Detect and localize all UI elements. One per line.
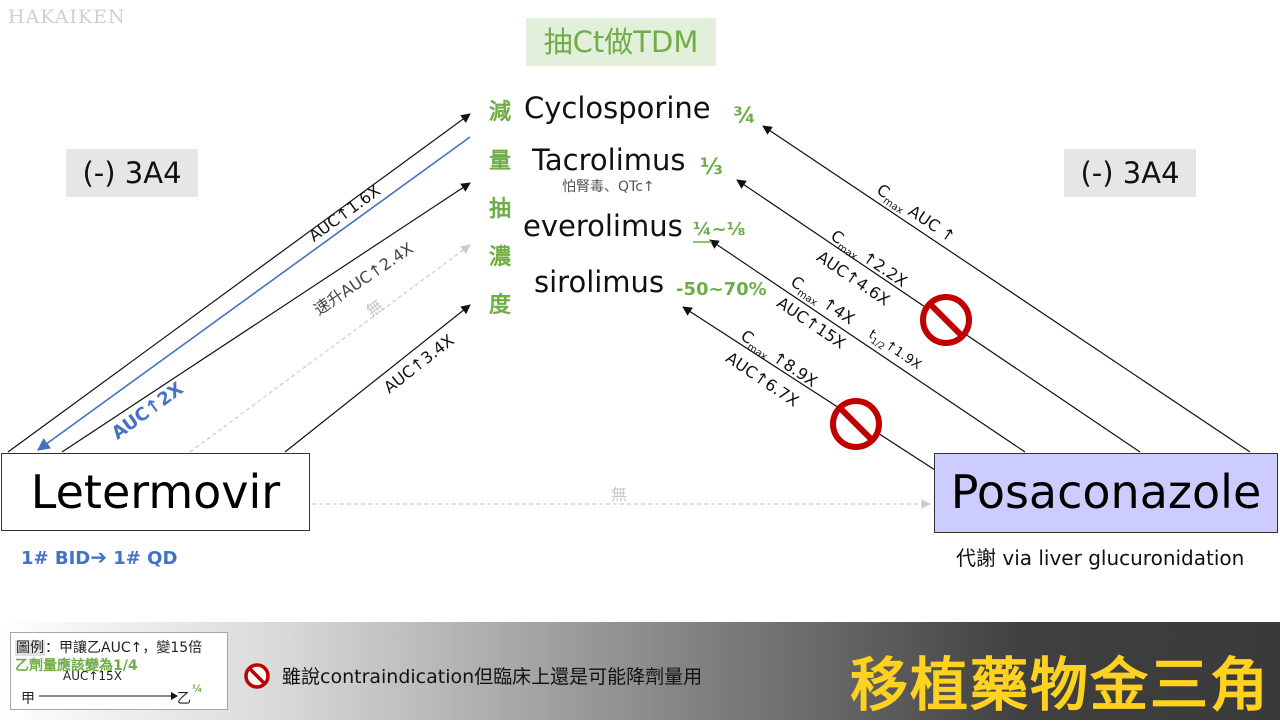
vertical-label-char-4: 濃 <box>489 245 512 270</box>
legend-arrow <box>39 692 178 700</box>
tacrolimus-toxicity-note: 怕腎毒、QTc↑ <box>562 179 655 195</box>
tdm-label: 抽Ct做TDM <box>526 18 716 66</box>
dose-from: 1# BID <box>21 548 91 569</box>
fraction-cyclosporine: ¾ <box>733 104 756 129</box>
vertical-label-char-5: 度 <box>489 293 512 318</box>
legend-to: 乙 <box>177 691 191 707</box>
drug-everolimus: everolimus <box>523 209 683 243</box>
label-letermovir-posaconazole: 無 <box>611 485 628 504</box>
legend-line-2: 乙劑量應該變為1/4 <box>15 658 138 674</box>
fraction-tacrolimus: ⅓ <box>700 155 723 180</box>
posaconazole-box: Posaconazole <box>934 453 1278 533</box>
legend-description: ：甲讓乙AUC↑，變15倍 <box>45 640 203 656</box>
arrow-letermovir-cyclosporine <box>7 113 471 453</box>
letermovir-dose-change: 1# BID➔ 1# QD <box>21 545 177 569</box>
contraindication-note: 雖說contraindication但臨床上還是可能降劑量用 <box>282 666 703 688</box>
legend-box: 圖例：甲讓乙AUC↑，變15倍 乙劑量應該變為1/4 AUC↑15X 甲 乙 ¼ <box>10 632 228 710</box>
legend-line-1: 圖例：甲讓乙AUC↑，變15倍 <box>15 637 202 657</box>
dose-arrow-icon: ➔ <box>90 545 107 569</box>
arrow-letermovir-tacrolimus <box>61 182 471 453</box>
arrow-letermovir-everolimus <box>189 244 471 453</box>
page-title: 移植藥物金三角 <box>850 651 1271 719</box>
arrow-posaconazole-cyclosporine <box>762 125 1251 453</box>
watermark: HAKAIKEN <box>8 6 126 28</box>
arrow-posaconazole-everolimus <box>709 239 1026 453</box>
left-inhibitor-label: (-) 3A4 <box>66 149 198 197</box>
right-inhibitor-label: (-) 3A4 <box>1064 149 1196 197</box>
prohibited-icon-legend <box>244 663 270 689</box>
fraction-sirolimus: -50~70% <box>676 279 767 300</box>
arrow-letermovir-sirolimus <box>284 304 471 453</box>
dose-to: 1# QD <box>113 548 178 569</box>
legend-to-fraction: ¼ <box>192 684 203 695</box>
letermovir-box: Letermovir <box>1 453 310 531</box>
arrow-tacrolimus-letermovir <box>36 136 471 451</box>
arrow-posaconazole-sirolimus <box>682 306 936 471</box>
vertical-label-char-2: 量 <box>489 149 512 174</box>
drug-cyclosporine: Cyclosporine <box>524 91 711 125</box>
drug-sirolimus: sirolimus <box>534 265 665 299</box>
vertical-label-char-3: 抽 <box>489 197 512 222</box>
vertical-label-char-1: 減 <box>489 100 512 125</box>
fraction-everolimus: ¼~⅛ <box>693 219 746 240</box>
legend-arrow-label: AUC↑15X <box>63 669 122 683</box>
drug-tacrolimus: Tacrolimus <box>532 143 686 177</box>
prohibited-icon-sirolimus <box>830 398 882 450</box>
legend-from: 甲 <box>21 691 35 707</box>
posaconazole-metabolism-note: 代謝 via liver glucuronidation <box>956 546 1245 570</box>
prohibited-icon-tacrolimus <box>920 294 972 346</box>
legend-tag: 圖例 <box>15 640 45 656</box>
